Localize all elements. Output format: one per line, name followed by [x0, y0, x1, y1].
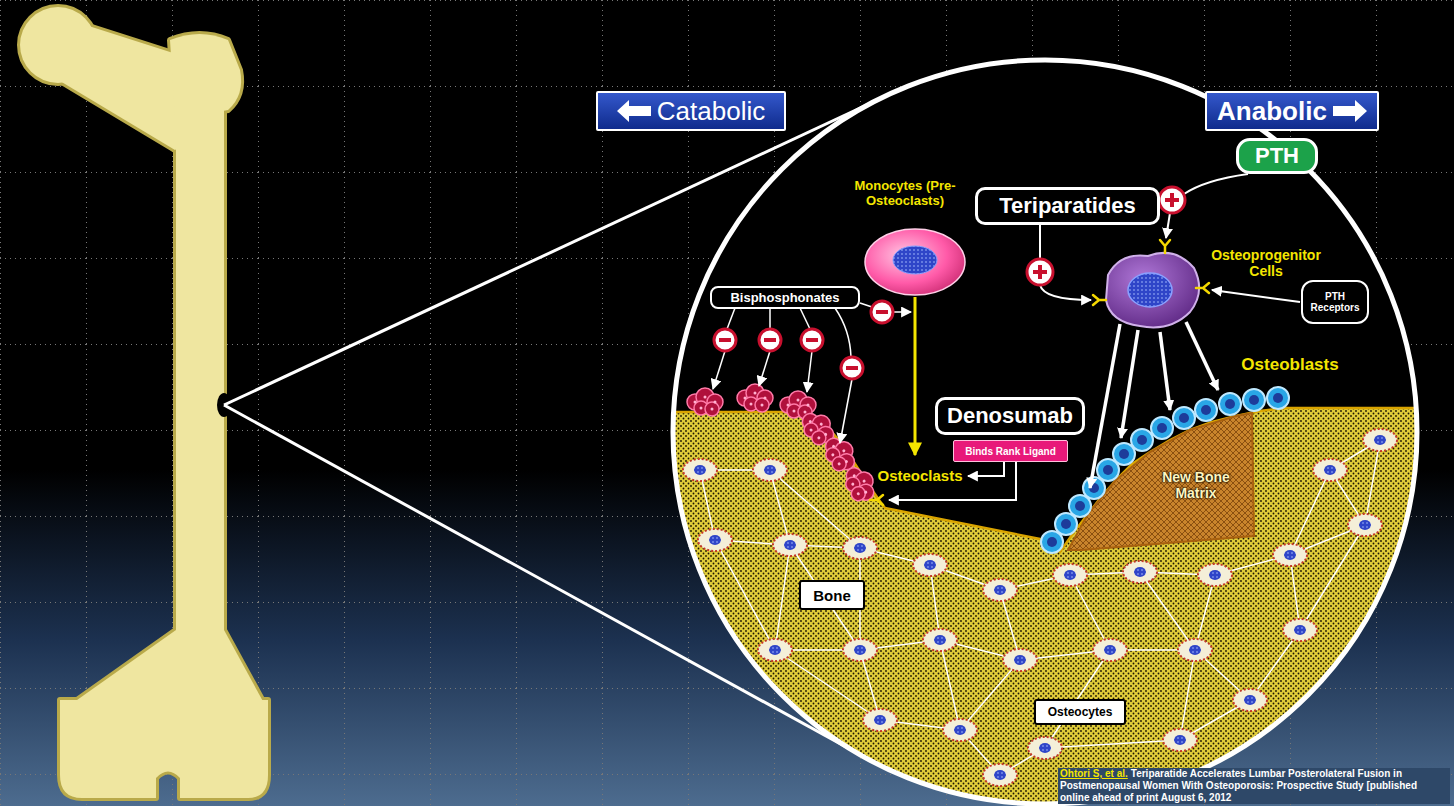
box-text: Bisphosphonates — [730, 290, 839, 305]
minus-signs — [714, 301, 893, 379]
box-text: Catabolic — [657, 96, 765, 127]
citation: Ohtori S, et al.Teriparatide Accelerates… — [1058, 768, 1450, 804]
new-bone-matrix — [1068, 413, 1254, 550]
drug-box: Teriparatides — [975, 187, 1160, 225]
arrow-icon — [617, 100, 651, 122]
drug-box: Denosumab — [935, 397, 1085, 435]
monocyte-cell — [865, 229, 965, 295]
bone-tissue — [600, 408, 1454, 806]
box-text: Binds Rank Ligand — [965, 446, 1056, 457]
direction-button: Catabolic — [596, 91, 786, 131]
box-text: PTH — [1255, 143, 1299, 169]
cell-label: Osteoprogenitor Cells — [1203, 247, 1329, 279]
receptor-box: PTH Receptors — [1301, 280, 1369, 324]
box-text: PTH Receptors — [1309, 291, 1361, 314]
direction-button: Anabolic — [1205, 91, 1379, 131]
box-text: Bone — [813, 587, 851, 604]
hormone-box: PTH — [1236, 138, 1318, 174]
box-text: Teriparatides — [999, 193, 1136, 219]
box-text: Anabolic — [1217, 96, 1327, 127]
tissue-box: Bone — [799, 580, 865, 610]
drug-box: Bisphosphonates — [710, 286, 860, 309]
arrow-shape — [1333, 100, 1367, 122]
matrix-label: New Bone Matrix — [1155, 469, 1237, 501]
box-text: Osteocytes — [1048, 705, 1113, 719]
differentiation-arrows — [1090, 322, 1218, 488]
cell-label: Osteoblasts — [1235, 355, 1345, 375]
osteocyte-cells — [683, 429, 1397, 786]
osteoprogenitor-cell — [1106, 253, 1199, 328]
osteoclast-cells — [687, 384, 882, 507]
differentiation-arrow — [914, 297, 917, 455]
bone-section — [600, 384, 1454, 806]
cell-label: Osteoclasts — [875, 467, 965, 484]
arrow-shape — [617, 100, 651, 122]
tissue-box: Osteocytes — [1034, 699, 1126, 725]
box-text: Denosumab — [947, 403, 1073, 429]
receptors — [870, 240, 1209, 505]
magnified-outline — [673, 60, 1417, 804]
stimulation-lines — [889, 174, 1300, 500]
cell-label: Monocytes (Pre-Osteoclasts) — [837, 179, 973, 209]
citation-author: Ohtori S, et al. — [1060, 768, 1128, 779]
mechanism-box: Binds Rank Ligand — [953, 440, 1068, 462]
arrow-icon — [1333, 100, 1367, 122]
